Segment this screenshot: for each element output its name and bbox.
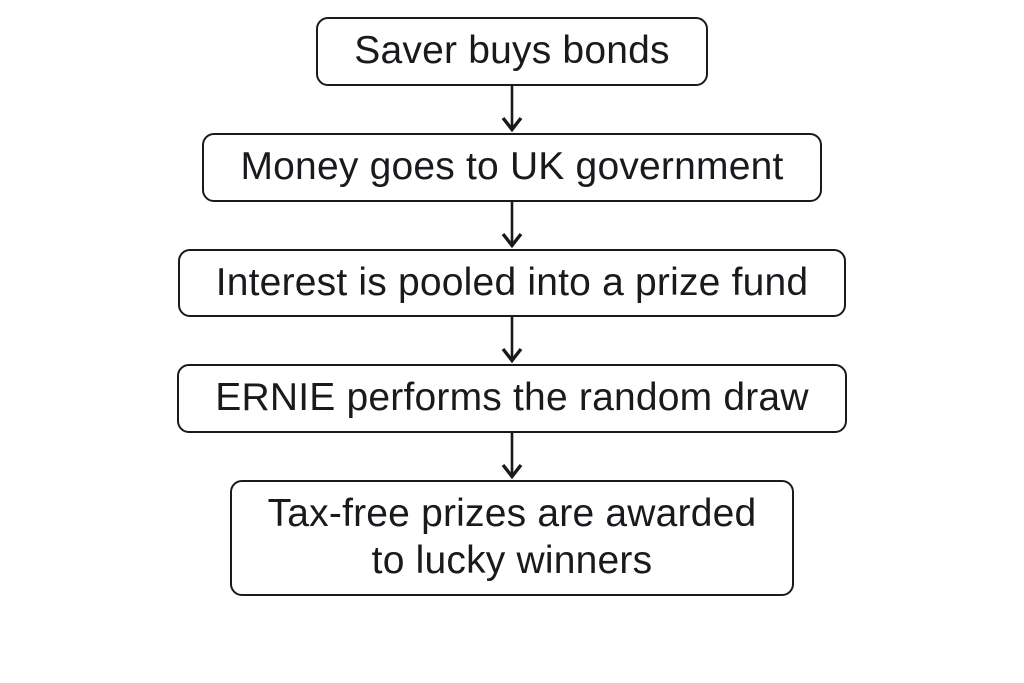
down-arrow-icon <box>501 85 523 133</box>
flow-node-tax-free-prizes: Tax-free prizes are awarded to lucky win… <box>229 480 795 596</box>
flow-node-saver-buys-bonds: Saver buys bonds <box>316 17 708 86</box>
down-arrow-icon <box>501 433 523 480</box>
flow-node-interest-pooled: Interest is pooled into a prize fund <box>177 248 847 318</box>
flow-node-money-to-government: Money goes to UK government <box>202 132 822 202</box>
down-arrow-icon <box>501 317 523 364</box>
down-arrow-icon <box>501 201 523 248</box>
flow-node-ernie-random-draw: ERNIE performs the random draw <box>177 364 847 434</box>
